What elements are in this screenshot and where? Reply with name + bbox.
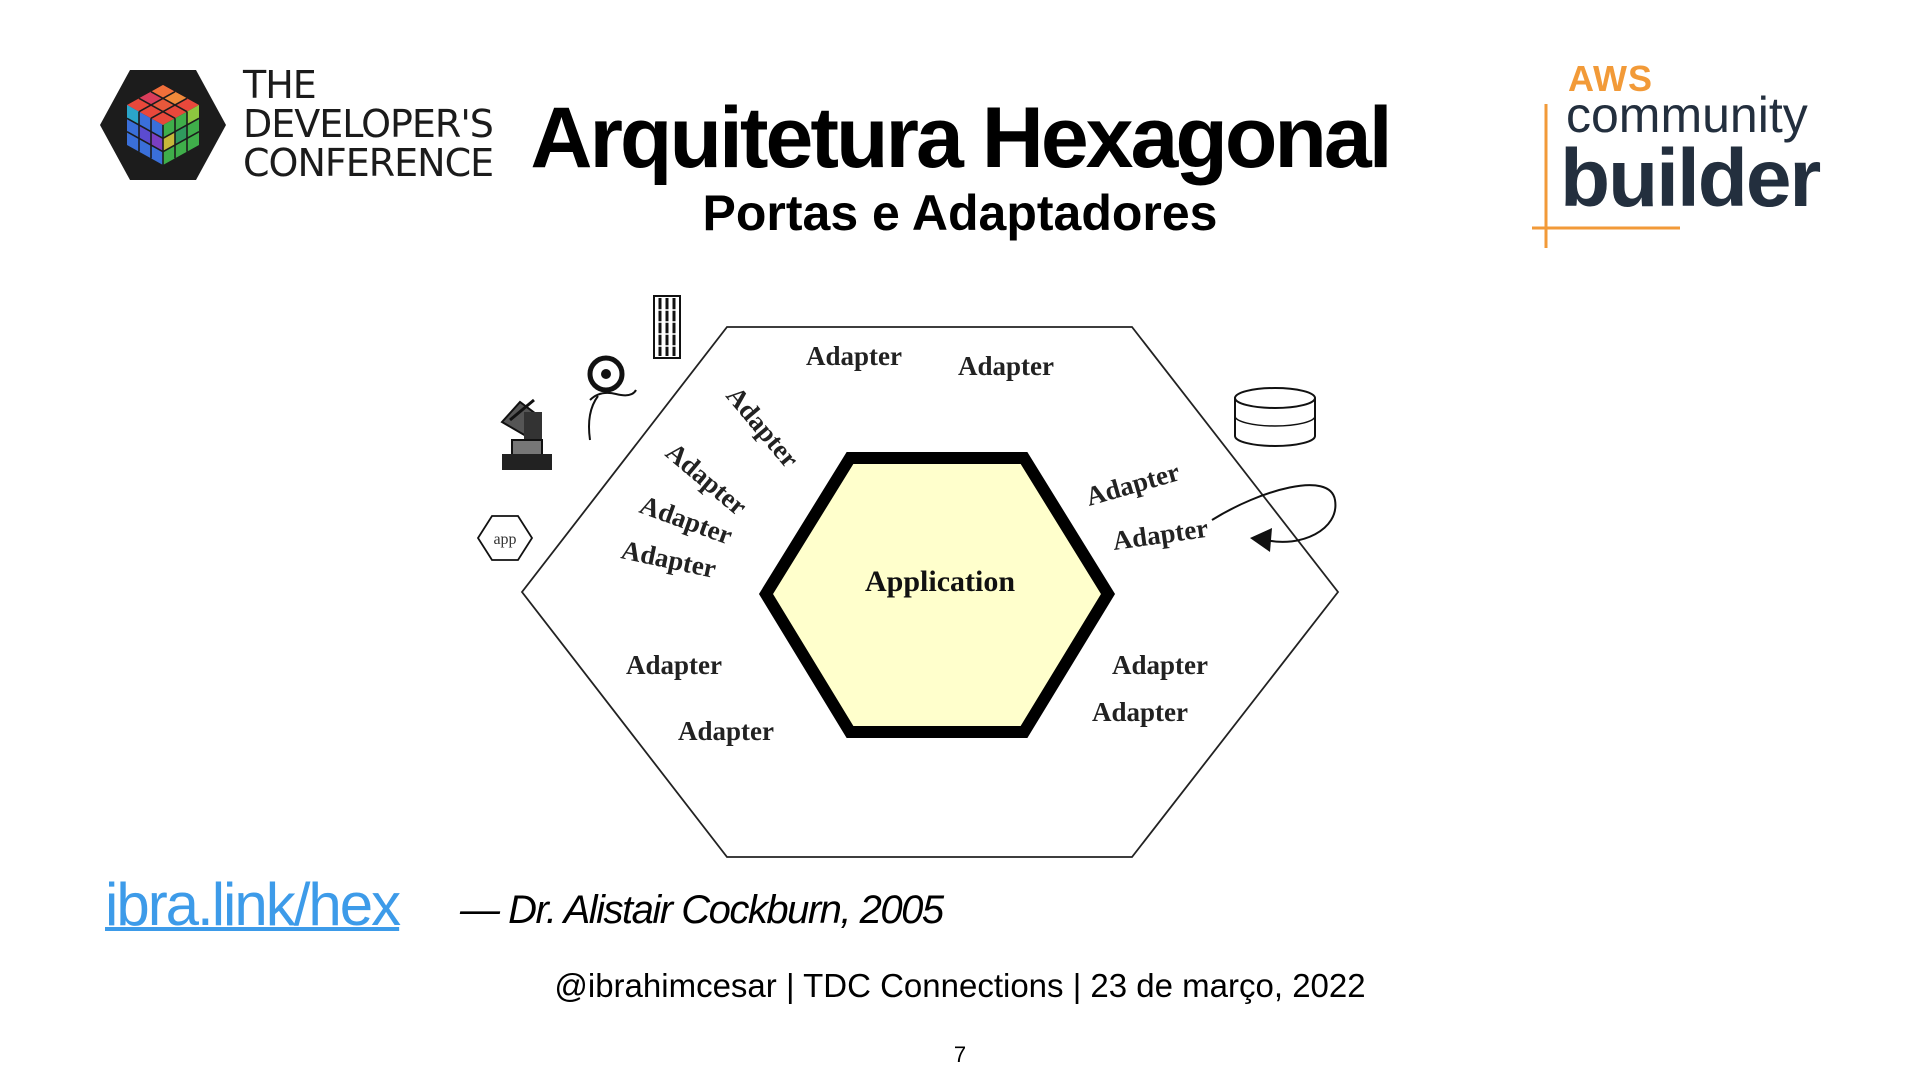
app-hexagon-icon: app [476,515,534,561]
adapter-label: Adapter [1111,513,1210,556]
slide-title: Arquitetura Hexagonal [530,90,1392,186]
building-icon [653,295,681,359]
adapter-label: Adapter [1112,650,1208,680]
adapter-label: Adapter [806,341,902,371]
page-number: 7 [953,1042,967,1067]
aws-community-word: community [1566,87,1808,143]
aws-community-builder-logo-icon [1532,104,1680,248]
hexagonal-architecture-diagram: Application Adapter Adapter Adapter Adap… [476,295,1340,858]
adapter-label: Adapter [626,650,722,680]
person-icon [587,355,637,441]
tdc-line-2: DEVELOPER'S [243,102,494,146]
aws-builder-word: builder [1560,133,1821,224]
author-credit: — Dr. Alistair Cockburn, 2005 [460,888,944,932]
outer-hexagon [520,326,1340,858]
database-icon [1234,387,1316,447]
adapter-label: Adapter [678,716,774,746]
app-icon-label: app [493,531,516,548]
application-label: Application [865,565,1015,598]
adapter-label: Adapter [1082,456,1183,511]
application-hexagon [758,452,1116,738]
reference-link[interactable]: ibra.link/hex [105,871,401,938]
tdc-line-3: CONFERENCE [243,141,494,185]
adapter-label: Adapter [1092,697,1188,727]
aws-word: AWS [1568,58,1654,99]
adapter-label: Adapter [958,351,1054,381]
slide-footer: @ibrahimcesar | TDC Connections | 23 de … [554,967,1366,1004]
tdc-cube-logo-icon [100,70,226,180]
adapter-label: Adapter [720,381,805,474]
tdc-line-1: THE [243,63,317,107]
loop-arrow-icon [1211,484,1337,552]
satellite-dish-icon [500,398,552,470]
tdc-logo-text: THE DEVELOPER'S CONFERENCE [243,63,494,185]
slide-subtitle: Portas e Adaptadores [702,185,1218,241]
